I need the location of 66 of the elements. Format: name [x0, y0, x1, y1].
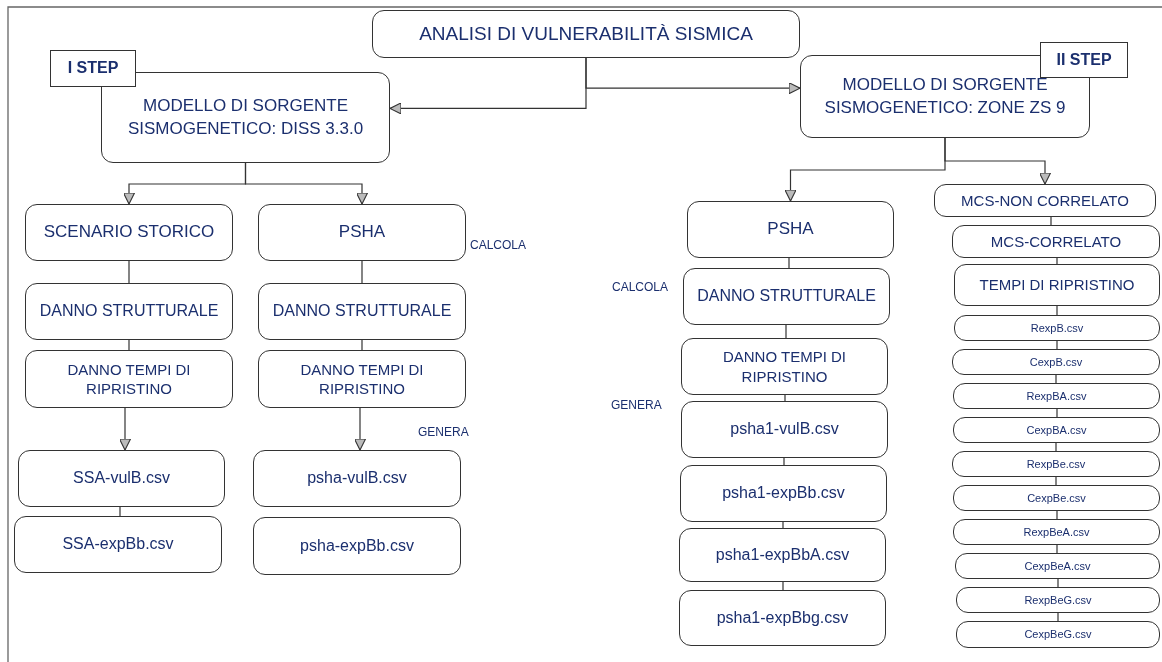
file-box: CexpBeG.csv	[956, 621, 1160, 648]
connector-line	[361, 260, 363, 284]
process-box: DANNO STRUTTURALE	[258, 283, 466, 340]
connector-line	[1055, 374, 1057, 384]
connector-line	[128, 339, 130, 351]
file-box: SSA-vulB.csv	[18, 450, 225, 507]
process-box: DANNO TEMPI DI RIPRISTINO	[25, 350, 233, 408]
file-box: CexpBeA.csv	[955, 553, 1160, 579]
process-box: TEMPI DI RIPRISTINO	[954, 264, 1160, 306]
step-label: CALCOLA	[470, 238, 527, 252]
file-box: CexpBA.csv	[953, 417, 1160, 443]
arrow	[353, 407, 367, 451]
arrow	[944, 137, 1052, 185]
step-label: GENERA	[418, 425, 469, 439]
step-label: GENERA	[611, 398, 662, 412]
process-box: MCS-NON CORRELATO	[934, 184, 1156, 217]
file-box: RexpBA.csv	[953, 383, 1160, 409]
connector-line	[1055, 476, 1057, 486]
connector-line	[361, 339, 363, 351]
process-box: DANNO TEMPI DI RIPRISTINO	[258, 350, 466, 408]
process-box: DANNO STRUTTURALE	[25, 283, 233, 340]
connector-line	[119, 506, 121, 517]
connector-line	[1056, 340, 1058, 350]
connector-line	[1050, 216, 1052, 226]
process-box: DANNO TEMPI DI RIPRISTINO	[681, 338, 888, 395]
process-box: MODELLO DI SORGENTE SISMOGENETICO: DISS 3.3.0	[101, 72, 390, 163]
file-box: RexpBe.csv	[952, 451, 1160, 477]
connector-line	[782, 521, 784, 529]
connector-line	[1056, 544, 1058, 554]
connector-line	[1057, 612, 1059, 622]
file-box: psha-vulB.csv	[253, 450, 461, 507]
connector-line	[1056, 510, 1058, 520]
arrow	[585, 57, 801, 95]
connector-line	[783, 457, 785, 466]
file-box: psha1-expBb.csv	[680, 465, 887, 522]
step-tag: II STEP	[1040, 42, 1128, 78]
connector-line	[784, 394, 786, 402]
file-box: RexpB.csv	[954, 315, 1160, 341]
file-box: CexpB.csv	[952, 349, 1160, 375]
process-box: ANALISI DI VULNERABILITÀ SISMICA	[372, 10, 800, 58]
connector-line	[1055, 442, 1057, 452]
connector-line	[1056, 257, 1058, 265]
step-label: CALCOLA	[612, 280, 669, 294]
file-box: SSA-expBb.csv	[14, 516, 222, 573]
file-box: CexpBe.csv	[953, 485, 1160, 511]
file-box: RexpBeA.csv	[953, 519, 1160, 545]
process-box: PSHA	[258, 204, 466, 261]
file-box: psha1-expBbA.csv	[679, 528, 886, 582]
process-box: PSHA	[687, 201, 894, 258]
connector-line	[788, 257, 790, 269]
connector-line	[1056, 305, 1058, 316]
connector-line	[128, 260, 130, 284]
connector-line	[782, 581, 784, 591]
connector-line	[785, 324, 787, 339]
file-box: RexpBeG.csv	[956, 587, 1160, 613]
process-box: DANNO STRUTTURALE	[683, 268, 890, 325]
arrow	[118, 407, 132, 451]
file-box: psha-expBb.csv	[253, 517, 461, 575]
file-box: psha1-expBbg.csv	[679, 590, 886, 646]
step-tag: I STEP	[50, 50, 136, 87]
arrow	[244, 162, 369, 205]
file-box: psha1-vulB.csv	[681, 401, 888, 458]
process-box: MCS-CORRELATO	[952, 225, 1160, 258]
connector-line	[1057, 578, 1059, 588]
connector-line	[1056, 408, 1058, 418]
process-box: SCENARIO STORICO	[25, 204, 233, 261]
